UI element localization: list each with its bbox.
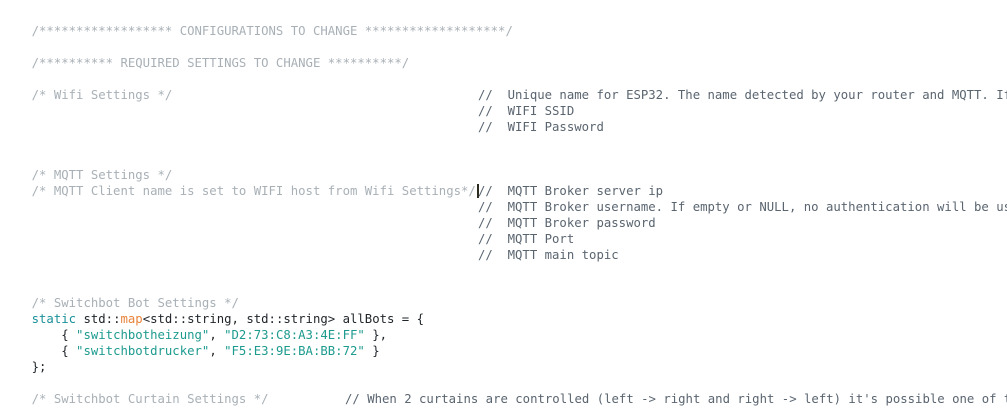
trailing-comment: // MQTT main topic [478,248,619,262]
map-template-args: <std::string, std::string> allBots = { [142,312,425,326]
trailing-comment: // When 2 curtains are controlled (left … [345,392,1007,406]
keyword-static: static [31,312,77,326]
trailing-comment: // MQTT Port [478,232,575,246]
code-line[interactable]: static const char* host = "esp32"; // Un… [0,87,1007,103]
std-namespace: std:: [76,312,121,326]
banner-comment: /****************** CONFIGURATIONS TO CH… [31,24,513,38]
code-line[interactable]: static const int mqtt_port = 1883; // MQ… [0,231,1007,247]
code-line[interactable]: /* Switchbot Bot Settings */ [0,279,1007,310]
bot-mac: "F5:E3:9E:BA:BB:72" [224,344,365,358]
code-line[interactable]: { "switchbotheizung", "D2:73:C8:A3:4E:FF… [31,328,388,342]
code-line-blank[interactable] [0,23,1007,39]
bot-key: "switchbotdrucker" [76,344,210,358]
mqtt-section-comment: /* MQTT Settings */ [31,168,173,182]
bot-section-comment: /* Switchbot Bot Settings */ [31,296,239,310]
code-line[interactable]: /* MQTT Settings */ [0,151,1007,182]
code-line[interactable]: /* Switchbot Curtain Settings */ [0,375,1007,406]
trailing-comment: // MQTT Broker server ip [478,184,664,198]
closing-brace: }; [31,360,47,374]
code-line[interactable]: static const int curtainClosedPosition =… [0,391,1007,407]
code-line-blank[interactable] [0,359,1007,375]
code-line[interactable]: /****************** CONFIGURATIONS TO CH… [0,7,1007,38]
code-line[interactable]: static const char* mqtt_host = "IP-deine… [0,183,1007,199]
code-line[interactable]: /* Wifi Settings */ [0,71,1007,102]
trailing-comment: // MQTT Broker password [478,216,656,230]
trailing-comment: // Unique name for ESP32. The name detec… [478,88,1007,102]
mqtt-client-comment: /* MQTT Client name is set to WIFI host … [31,184,476,198]
text-cursor [477,184,479,198]
code-line[interactable]: }; [0,343,1007,374]
required-settings-comment: /********** REQUIRED SETTINGS TO CHANGE … [31,56,410,70]
code-line[interactable]: static const char* mqtt_user = "MQTT-Ben… [0,199,1007,215]
code-line[interactable]: static const char* password = "PASSWORD"… [0,119,1007,135]
code-line[interactable]: static std::map<std::string, std::string… [0,295,1007,326]
code-line[interactable]: /* MQTT Client name is set to WIFI host … [0,167,1007,198]
code-line-blank[interactable] [0,263,1007,279]
code-line[interactable]: /********** REQUIRED SETTINGS TO CHANGE … [0,39,1007,70]
wifi-section-comment: /* Wifi Settings */ [31,88,173,102]
code-line-blank[interactable] [0,135,1007,151]
bot-key: "switchbotheizung" [76,328,210,342]
code-line-partial[interactable]: static const int curtainOpenPosition = 1… [0,407,1007,413]
trailing-comment: // MQTT Broker username. If empty or NUL… [478,200,1007,214]
code-line[interactable]: { "switchbotdrucker", "F5:E3:9E:BA:BB:72… [31,344,380,358]
trailing-comment: // WIFI SSID [478,104,575,118]
map-type: map [120,312,143,326]
bot-mac: "D2:73:C8:A3:4E:FF" [224,328,365,342]
code-line-blank[interactable] [0,55,1007,71]
code-line[interactable]: static const char* ssid = "SSID"; // WIF… [0,103,1007,119]
curtain-section-comment: /* Switchbot Curtain Settings */ [31,392,269,406]
code-line[interactable]: static const char* mqtt_pass = "MQTT-Pas… [0,215,1007,231]
trailing-comment: // WIFI Password [478,120,604,134]
entry-trailing: , [379,328,388,342]
code-line[interactable]: static const std::string mqtt_main_topic… [0,247,1007,263]
